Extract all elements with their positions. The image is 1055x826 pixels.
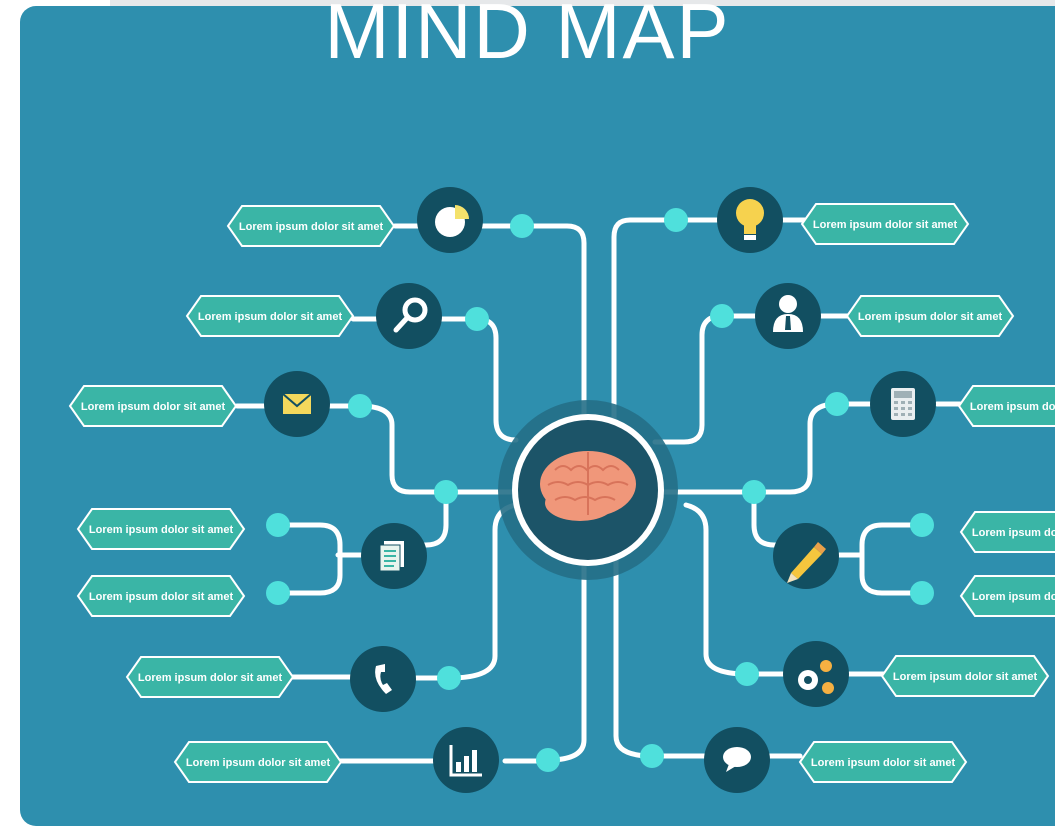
label-shape xyxy=(957,385,1055,427)
label-tag-idea: Lorem ipsum dolor sit amet xyxy=(800,203,970,245)
label-text: Lorem ipsum dolor sit amet xyxy=(858,311,1003,323)
label-text: Lorem ipsum dolor sit amet xyxy=(813,219,958,231)
label-shape xyxy=(185,295,355,337)
label-text: Lorem ipsum dolor sit amet xyxy=(89,591,234,603)
label-text: Lorem ipsum dolor sit amet xyxy=(138,672,283,684)
node-dot xyxy=(465,307,489,331)
label-text: Lorem ipsum dolor sit amet xyxy=(198,311,343,323)
label-tag-chart: Lorem ipsum dolor sit amet xyxy=(173,741,343,783)
node-dot xyxy=(825,392,849,416)
label-shape xyxy=(959,575,1055,617)
label-tag-mail: Lorem ipsum dolor sit amet xyxy=(68,385,238,427)
label-tag-top-left: Lorem ipsum dolor sit amet xyxy=(226,205,396,247)
node-dot xyxy=(536,748,560,772)
node-dot xyxy=(510,214,534,238)
connector-calculator xyxy=(657,401,840,495)
speech-bubble-icon xyxy=(723,747,751,772)
connector-person xyxy=(652,313,725,445)
connector-search xyxy=(474,316,519,443)
bar-chart-icon xyxy=(449,745,482,777)
label-tag-search: Lorem ipsum dolor sit amet xyxy=(185,295,355,337)
node-dot xyxy=(742,480,766,504)
label-shape xyxy=(125,656,295,698)
lightbulb-icon xyxy=(736,199,764,240)
phone-icon xyxy=(375,664,392,694)
node-dot xyxy=(664,208,688,232)
label-text: Lorem ipsum dolor sit amet xyxy=(970,401,1055,413)
node-dot xyxy=(910,581,934,605)
brain-icon xyxy=(540,451,636,521)
label-tag-pencil-2: Lorem ipsum dolor sit amet xyxy=(959,575,1055,617)
top-strip xyxy=(110,0,1055,6)
label-tag-chat: Lorem ipsum dolor sit amet xyxy=(798,741,968,783)
label-shape xyxy=(76,575,246,617)
connector-phone xyxy=(446,502,518,681)
connector-gears xyxy=(683,502,750,677)
label-tag-gears: Lorem ipsum dolor sit amet xyxy=(880,655,1050,697)
node-dot xyxy=(910,513,934,537)
label-shape xyxy=(798,741,968,783)
label-shape xyxy=(845,295,1015,337)
label-text: Lorem ipsum dolor sit amet xyxy=(811,757,956,769)
label-tag-person: Lorem ipsum dolor sit amet xyxy=(845,295,1015,337)
pie-chart-icon xyxy=(435,205,469,237)
node-dot xyxy=(437,666,461,690)
label-text: Lorem ipsum dolor sit amet xyxy=(893,671,1038,683)
document-icon xyxy=(379,541,404,572)
label-tag-document-2: Lorem ipsum dolor sit amet xyxy=(76,575,246,617)
connector-top-left xyxy=(519,223,587,423)
label-text: Lorem ipsum dolor sit amet xyxy=(972,591,1055,603)
label-shape xyxy=(800,203,970,245)
magnifier-icon xyxy=(393,297,428,333)
label-shape xyxy=(76,508,246,550)
businessman-icon xyxy=(773,295,803,332)
node-dot xyxy=(735,662,759,686)
label-text: Lorem ipsum dolor sit amet xyxy=(89,524,234,536)
label-tag-pencil-1: Lorem ipsum dolor sit amet xyxy=(959,511,1055,553)
node-dot xyxy=(348,394,372,418)
node-dot xyxy=(266,581,290,605)
node-dot xyxy=(266,513,290,537)
label-shape xyxy=(68,385,238,427)
node-dot xyxy=(434,480,458,504)
label-tag-phone: Lorem ipsum dolor sit amet xyxy=(125,656,295,698)
label-shape xyxy=(173,741,343,783)
calculator-icon xyxy=(891,388,915,420)
pencil-icon xyxy=(787,542,826,583)
node-dot xyxy=(710,304,734,328)
label-text: Lorem ipsum dolor sit amet xyxy=(239,221,384,233)
label-text: Lorem ipsum dolor sit amet xyxy=(186,757,331,769)
center-node xyxy=(498,400,678,580)
envelope-icon xyxy=(282,393,312,414)
label-tag-document-1: Lorem ipsum dolor sit amet xyxy=(76,508,246,550)
label-text: Lorem ipsum dolor sit amet xyxy=(972,527,1055,539)
label-text: Lorem ipsum dolor sit amet xyxy=(81,401,226,413)
label-shape xyxy=(226,205,396,247)
gears-icon xyxy=(798,660,834,694)
label-shape xyxy=(959,511,1055,553)
label-tag-calculator: Lorem ipsum dolor sit amet xyxy=(957,385,1055,427)
connector-mail xyxy=(357,403,515,495)
page-title: MIND MAP xyxy=(324,0,731,75)
connector-idea xyxy=(611,217,679,423)
connector-document-up xyxy=(417,489,449,548)
node-dot xyxy=(640,744,664,768)
connector-pencil-up xyxy=(751,489,783,548)
label-shape xyxy=(880,655,1050,697)
